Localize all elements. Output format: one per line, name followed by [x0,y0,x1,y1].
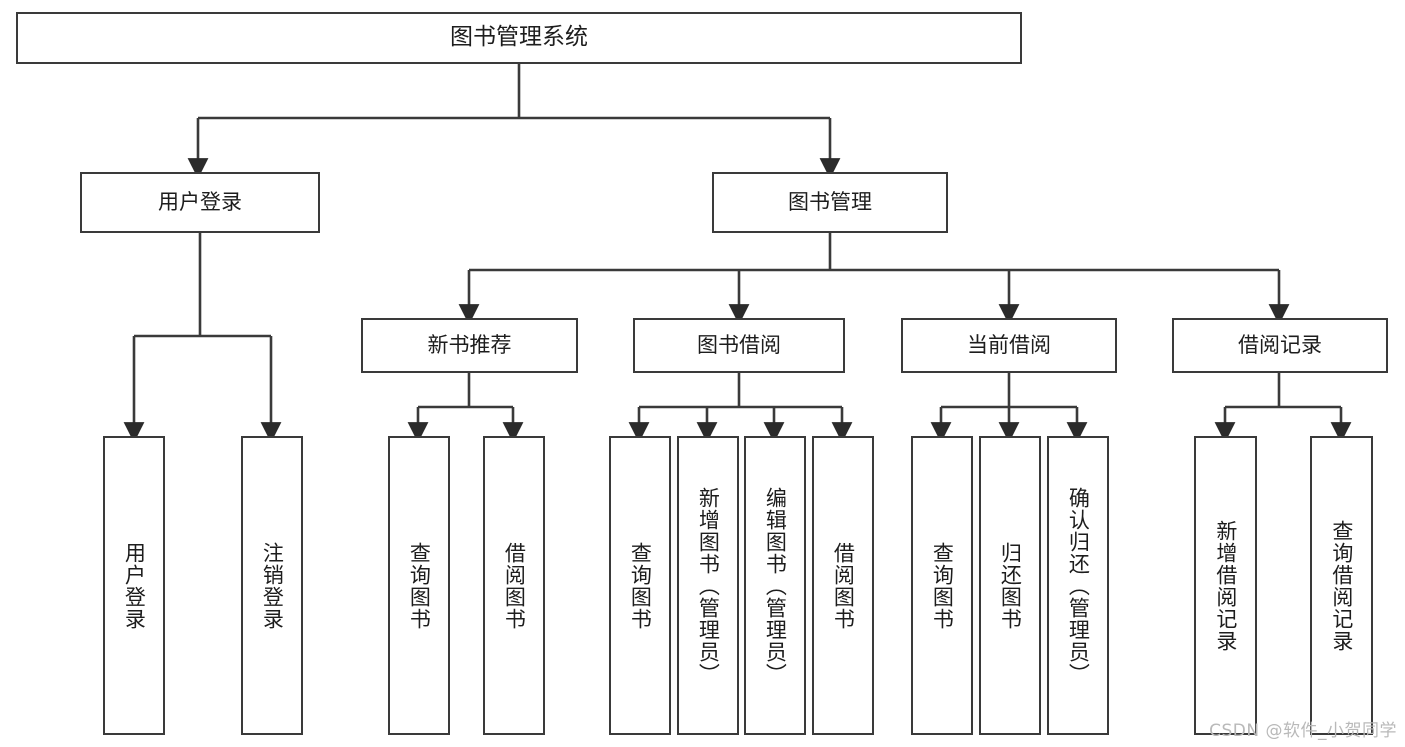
leaf-recommend-query-book-label: 查询图书 [407,541,432,630]
leaf-borrow-borrow-book[interactable]: 借阅图书 [812,436,874,735]
leaf-current-confirm-return-admin[interactable]: 确认归还（管理员） [1047,436,1109,735]
leaf-current-return-book-label: 归还图书 [998,541,1023,630]
node-new-book-recommend[interactable]: 新书推荐 [361,318,578,373]
node-current-borrow-label: 当前借阅 [967,333,1051,358]
node-borrow-record-label: 借阅记录 [1238,333,1322,358]
leaf-recommend-query-book[interactable]: 查询图书 [388,436,450,735]
node-user-login-label: 用户登录 [158,190,242,215]
leaf-recommend-borrow-book-label: 借阅图书 [502,541,527,630]
leaf-current-confirm-return-admin-label: 确认归还（管理员） [1066,486,1091,685]
leaf-user-logout[interactable]: 注销登录 [241,436,303,735]
leaf-borrow-query-book[interactable]: 查询图书 [609,436,671,735]
leaf-current-return-book[interactable]: 归还图书 [979,436,1041,735]
leaf-borrow-query-book-label: 查询图书 [628,541,653,630]
node-root[interactable]: 图书管理系统 [16,12,1022,64]
leaf-current-query-book[interactable]: 查询图书 [911,436,973,735]
node-book-borrow-label: 图书借阅 [697,333,781,358]
leaf-record-query[interactable]: 查询借阅记录 [1310,436,1373,735]
node-book-manage-label: 图书管理 [788,190,872,215]
leaf-borrow-borrow-book-label: 借阅图书 [831,541,856,630]
node-user-login[interactable]: 用户登录 [80,172,320,233]
leaf-user-logout-label: 注销登录 [260,541,285,630]
leaf-borrow-edit-book-admin-label: 编辑图书（管理员） [763,486,788,685]
node-new-book-recommend-label: 新书推荐 [427,333,512,358]
leaf-record-add-label: 新增借阅记录 [1213,519,1238,652]
leaf-borrow-add-book-admin-label: 新增图书（管理员） [696,486,721,685]
node-current-borrow[interactable]: 当前借阅 [901,318,1117,373]
leaf-record-query-label: 查询借阅记录 [1329,519,1354,652]
leaf-current-query-book-label: 查询图书 [930,541,955,630]
leaf-user-login-1[interactable]: 用户登录 [103,436,165,735]
node-book-borrow[interactable]: 图书借阅 [633,318,845,373]
node-book-manage[interactable]: 图书管理 [712,172,948,233]
leaf-borrow-edit-book-admin[interactable]: 编辑图书（管理员） [744,436,806,735]
node-root-label: 图书管理系统 [450,24,588,51]
node-borrow-record[interactable]: 借阅记录 [1172,318,1388,373]
leaf-user-login-1-label: 用户登录 [122,541,147,630]
leaf-record-add[interactable]: 新增借阅记录 [1194,436,1257,735]
leaf-recommend-borrow-book[interactable]: 借阅图书 [483,436,545,735]
leaf-borrow-add-book-admin[interactable]: 新增图书（管理员） [677,436,739,735]
